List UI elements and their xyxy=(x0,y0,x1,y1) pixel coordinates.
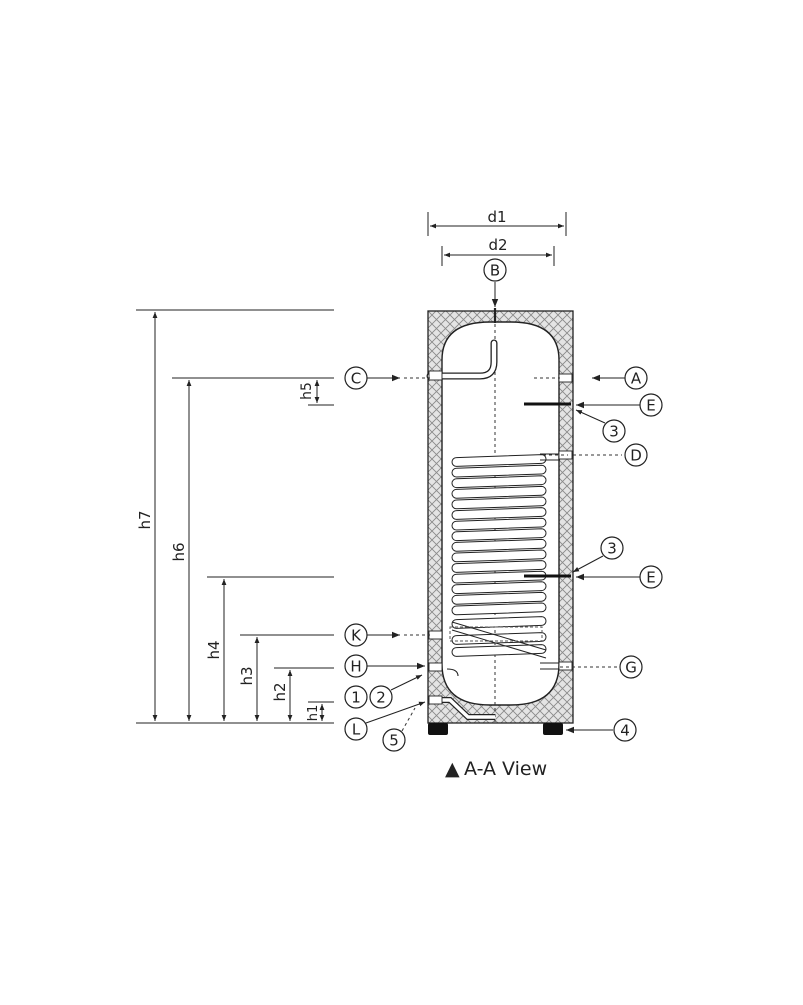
callout-1-label: 1 xyxy=(351,689,361,707)
callout-4-label: 4 xyxy=(620,722,630,740)
callout-d-label: D xyxy=(630,447,642,465)
coil-turn xyxy=(451,464,547,478)
callout-g-circle xyxy=(619,655,643,679)
view-caption: A-A View xyxy=(464,758,547,780)
callout-e-lower-label: E xyxy=(646,569,655,587)
coil-turn xyxy=(451,454,547,467)
coil-turn xyxy=(451,475,547,489)
coil-turn xyxy=(451,538,547,552)
dim-h2-label: h2 xyxy=(271,682,289,701)
coil-turn xyxy=(451,560,547,573)
coil-turn xyxy=(451,602,547,616)
pipe-h-bend xyxy=(446,668,459,677)
coil-turn xyxy=(451,570,547,584)
dim-h6-label: h6 xyxy=(170,542,188,561)
callout-l-label: L xyxy=(352,721,361,739)
foot-left xyxy=(428,723,448,735)
callout-d-circle xyxy=(624,443,648,467)
coil-turn xyxy=(451,581,547,595)
callout-l-circle xyxy=(344,717,368,741)
callout-c-label: C xyxy=(351,370,361,388)
coil-turn xyxy=(451,507,547,520)
callout-e-upper-label: E xyxy=(646,397,655,415)
dim-h7-label: h7 xyxy=(136,510,154,529)
callout-5-label: 5 xyxy=(389,732,399,750)
view-marker: ▲ xyxy=(445,758,460,780)
dip-tube-c-inner xyxy=(427,340,497,379)
callout-2-circle xyxy=(369,685,393,709)
coil-turn xyxy=(451,549,547,563)
coil-turn xyxy=(451,485,547,499)
callout-4-circle xyxy=(613,718,637,742)
dim-d2-label: d2 xyxy=(488,236,507,254)
callout-a-label: A xyxy=(631,370,642,388)
dim-h3-label: h3 xyxy=(238,666,256,685)
coil-feed-pipes xyxy=(540,453,560,670)
callout-3-lower-circle xyxy=(600,536,624,560)
callout-g-label: G xyxy=(625,659,637,677)
dim-d1-label: d1 xyxy=(487,208,506,226)
callout-b-circle xyxy=(483,258,507,282)
callout-1-circle xyxy=(344,685,368,709)
callout-3-lower-label: 3 xyxy=(607,540,617,558)
callout-a-circle xyxy=(624,366,648,390)
heat-exchanger-coil xyxy=(451,453,560,670)
coil-turn xyxy=(451,644,547,657)
dim-h4-label: h4 xyxy=(205,640,223,659)
callout-2-label: 2 xyxy=(376,689,386,707)
reference-lines xyxy=(136,309,334,724)
callout-e-lower-circle xyxy=(639,565,663,589)
callout-3-upper-circle xyxy=(602,419,626,443)
callout-h-label: H xyxy=(350,658,361,676)
callout-3-upper-label: 3 xyxy=(609,423,619,441)
coil-turn xyxy=(451,496,547,510)
callout-5-circle xyxy=(382,728,406,752)
coil-turn xyxy=(451,591,547,605)
callout-k-label: K xyxy=(351,627,362,645)
coil-turn xyxy=(451,517,547,531)
callout-b-label: B xyxy=(490,262,500,280)
heating-element-k xyxy=(449,626,543,642)
callout-e-upper-circle xyxy=(639,393,663,417)
foot-right xyxy=(543,723,563,735)
dim-h1-label: h1 xyxy=(306,705,321,722)
coil-turn xyxy=(451,528,547,542)
dim-h5-label: h5 xyxy=(299,382,315,400)
